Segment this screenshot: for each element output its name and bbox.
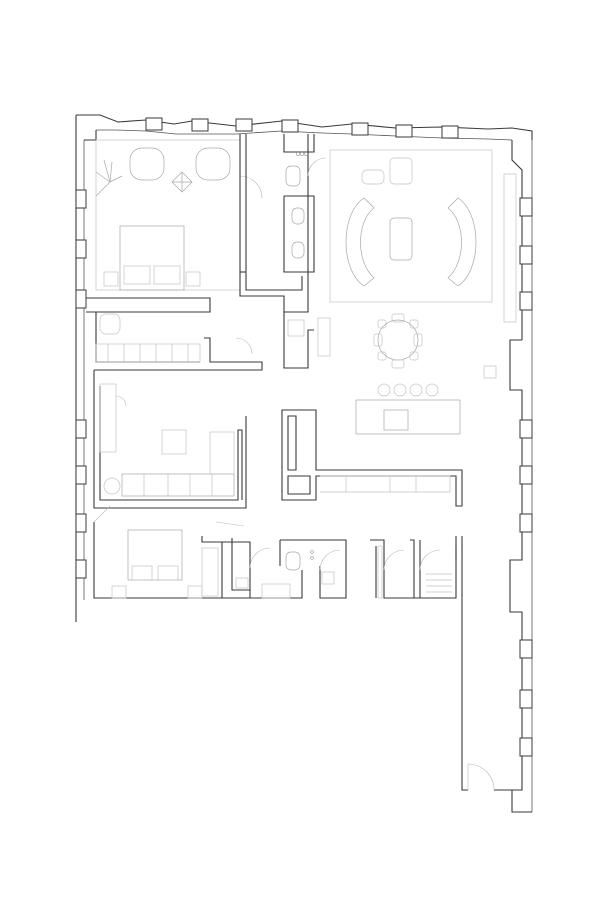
right-windows [519,197,533,757]
bedroom-two [93,370,247,509]
dining-table [377,319,419,361]
central-core [281,409,463,507]
top-windows [145,117,459,139]
wardrobe-corridor [86,297,263,371]
bed-guest [127,529,183,581]
master-bedroom [95,139,263,291]
kitchen-island [355,383,461,435]
armchair-right [195,147,231,181]
left-windows [75,189,87,579]
guest-bedroom [93,505,245,599]
side-table [161,429,187,455]
living-room [317,149,517,379]
armchair-left [129,147,165,181]
coffee-table [389,217,413,261]
bed-master [119,225,185,291]
rug-living [329,149,493,303]
master-bath-walls [239,134,327,369]
sofa-right [447,197,477,287]
sofa-left [345,197,375,287]
bottom-service-rooms [222,538,457,599]
